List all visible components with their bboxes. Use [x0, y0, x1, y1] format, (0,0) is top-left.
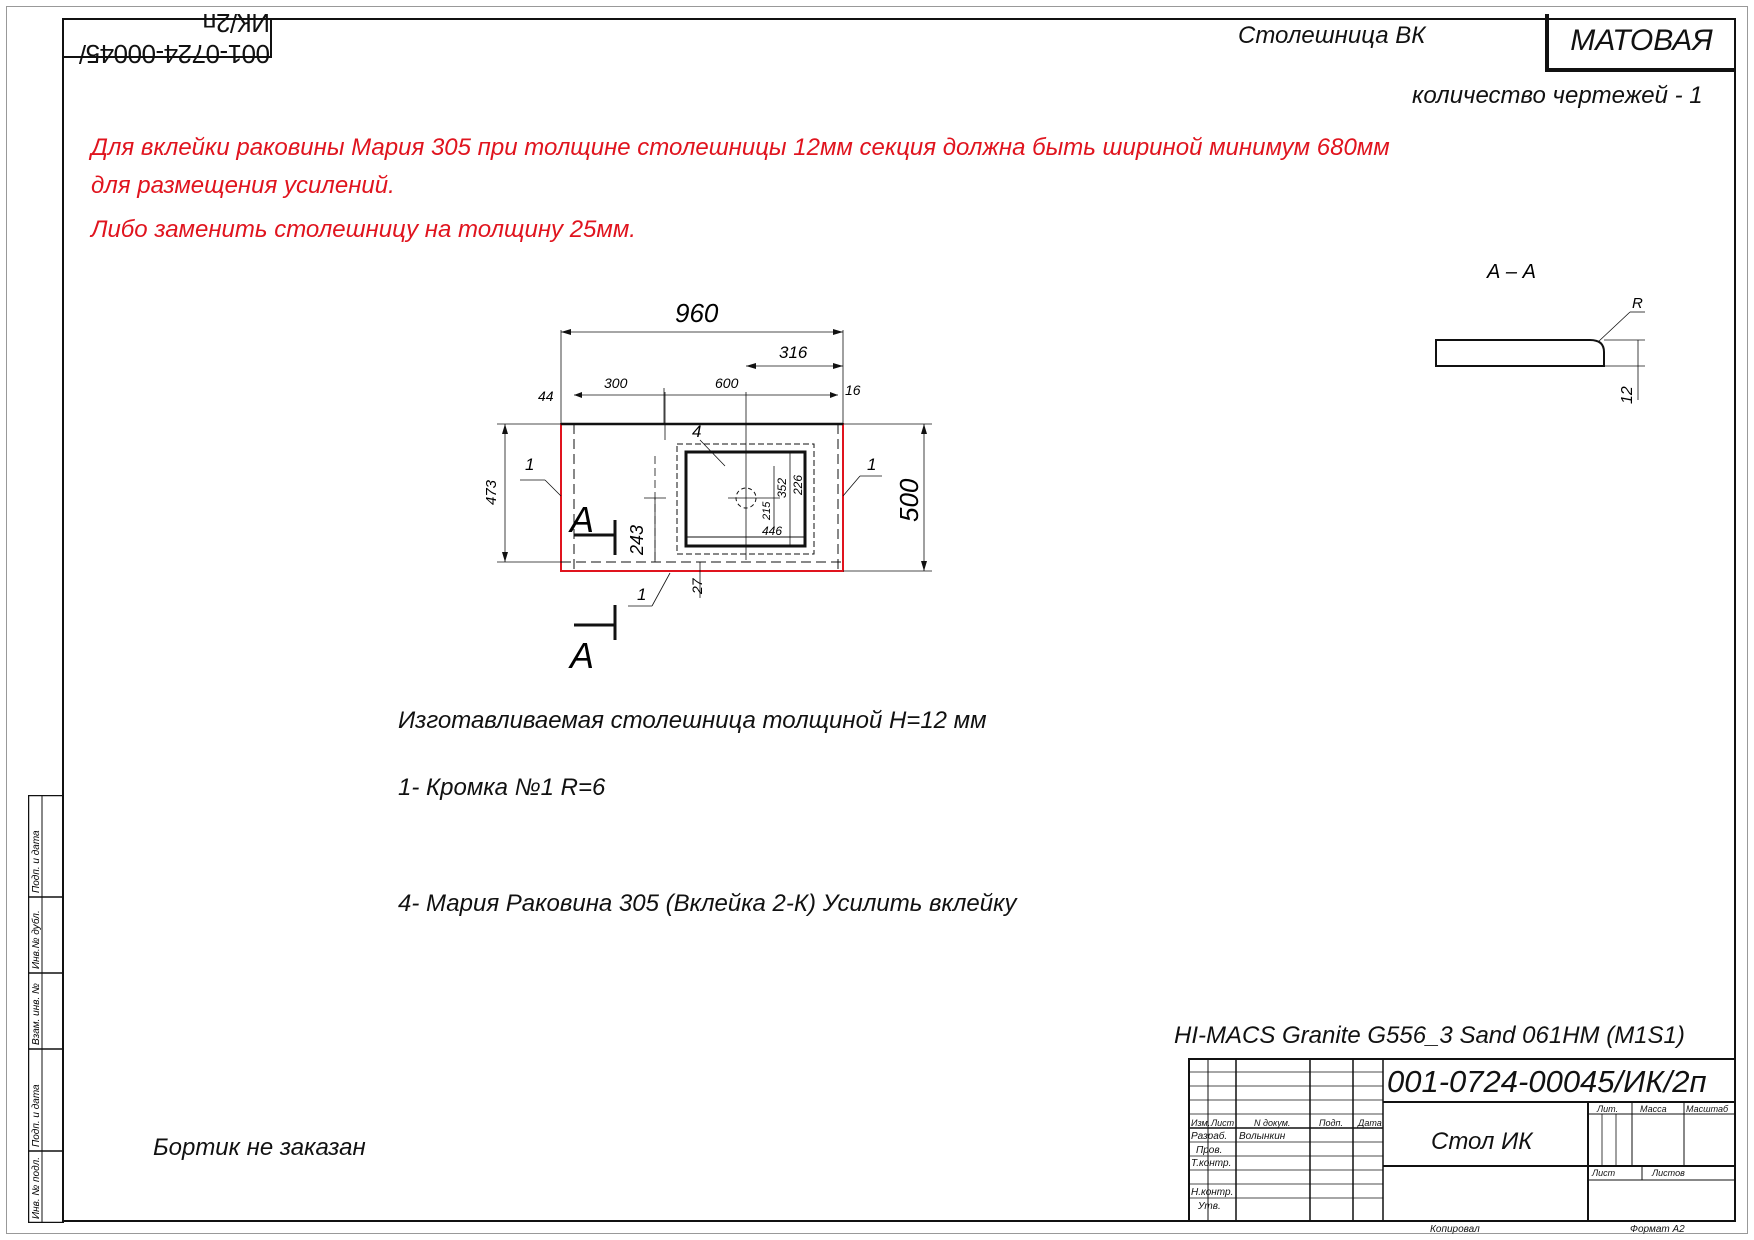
tb-col-date: Дата — [1358, 1118, 1382, 1128]
tb-name: Стол ИК — [1431, 1128, 1533, 1155]
finish-label: МАТОВАЯ — [1545, 14, 1734, 72]
dim-352-label: 352 — [775, 478, 789, 498]
radius-label: R — [1632, 295, 1643, 312]
note-thickness: Изготавливаемая столешница толщиной H=12… — [398, 707, 987, 734]
tb-row-prov: Пров. — [1196, 1145, 1223, 1156]
warning-line-1: Для вклейки раковины Мария 305 при толщи… — [91, 134, 1390, 161]
warning-line-2: для размещения усилений. — [91, 172, 395, 199]
callout-1-bottom: 1 — [637, 585, 646, 604]
note-sink: 4- Мария Раковина 305 (Вклейка 2-К) Усил… — [398, 890, 1017, 917]
tb-col-izm: Изм. — [1191, 1118, 1211, 1128]
tb-lit: Лит. — [1597, 1104, 1619, 1114]
product-name: Столешница ВК — [1238, 22, 1426, 49]
tb-format: Формат А2 — [1630, 1224, 1685, 1235]
strip-label-4: Подп. и дата — [31, 1084, 42, 1147]
side-strip: Подп. и дата Инв.№ дубл. Взам. инв. № По… — [28, 795, 64, 1223]
strip-label-5: Инв. № подл. — [31, 1157, 42, 1219]
rotated-document-stamp: 001-0724-00045/ИК/2п — [62, 8, 272, 69]
tb-razrab-name: Волынкин — [1239, 1131, 1286, 1142]
tb-row-tkontr: Т.контр. — [1191, 1158, 1232, 1169]
dim-600-label: 600 — [715, 375, 739, 391]
strip-label-1: Подп. и дата — [31, 830, 42, 893]
strip-label-3: Взам. инв. № — [31, 983, 42, 1045]
callout-1-left: 1 — [525, 455, 534, 474]
tb-massa: Масса — [1640, 1104, 1667, 1114]
tb-masshtab: Масштаб — [1686, 1104, 1729, 1114]
dim-27-label: 27 — [689, 577, 705, 595]
countertop-outline — [560, 423, 844, 572]
tb-doc-number: 001-0724-00045/ИК/2п — [1387, 1064, 1707, 1099]
dim-500-label: 500 — [894, 478, 924, 522]
section-mark-bottom: A — [568, 635, 594, 676]
tb-col-ndoc: N докум. — [1254, 1118, 1291, 1128]
dim-960-label: 960 — [675, 298, 719, 328]
dim-16-label: 16 — [845, 382, 861, 398]
sheet-outer-border — [6, 6, 1748, 1234]
tb-sheet: Лист — [1592, 1168, 1616, 1178]
title-block: 001-0724-00045/ИК/2п Стол ИК Изм. Лист N… — [1188, 1058, 1736, 1222]
dim-473-label: 473 — [483, 479, 500, 505]
dim-small-label: 215 — [761, 501, 773, 521]
tb-row-utv: Утв. — [1198, 1201, 1221, 1212]
callout-1-right: 1 — [867, 455, 876, 474]
tb-row-nkontr: Н.контр. — [1191, 1187, 1234, 1198]
sink-cutout — [684, 450, 807, 548]
dim-44-label: 44 — [538, 388, 554, 404]
note-edge: 1- Кромка №1 R=6 — [398, 774, 606, 801]
tb-row-razrab: Разраб. — [1191, 1131, 1228, 1142]
tb-copied: Копировал — [1430, 1224, 1480, 1235]
dim-446-label: 446 — [762, 524, 782, 538]
strip-label-2: Инв.№ дубл. — [30, 910, 42, 969]
dim-316-label: 316 — [779, 343, 808, 362]
note-side: Бортик не заказан — [153, 1134, 366, 1161]
drawing-frame — [62, 18, 1736, 1222]
callout-4: 4 — [692, 422, 701, 441]
section-profile — [1435, 339, 1605, 367]
drawings-count: количество чертежей - 1 — [1412, 82, 1703, 109]
section-mark-top: A — [568, 499, 594, 540]
dim-300-label: 300 — [604, 375, 628, 391]
tb-sheets: Листов — [1652, 1168, 1685, 1178]
finish-text: МАТОВАЯ — [1570, 24, 1713, 57]
tb-col-podp: Подп. — [1319, 1118, 1343, 1128]
thickness-label: 12 — [1619, 386, 1636, 404]
section-title: А – А — [1486, 261, 1536, 283]
dim-243-label: 243 — [627, 525, 647, 556]
sink-cutout-outer — [676, 443, 815, 555]
dim-226-label: 226 — [791, 475, 805, 496]
tb-col-list: Лист — [1211, 1118, 1235, 1128]
warning-line-3: Либо заменить столешницу на толщину 25мм… — [91, 216, 636, 243]
material-label: HI-MACS Granite G556_3 Sand 061HM (M1S1) — [1174, 1022, 1685, 1049]
